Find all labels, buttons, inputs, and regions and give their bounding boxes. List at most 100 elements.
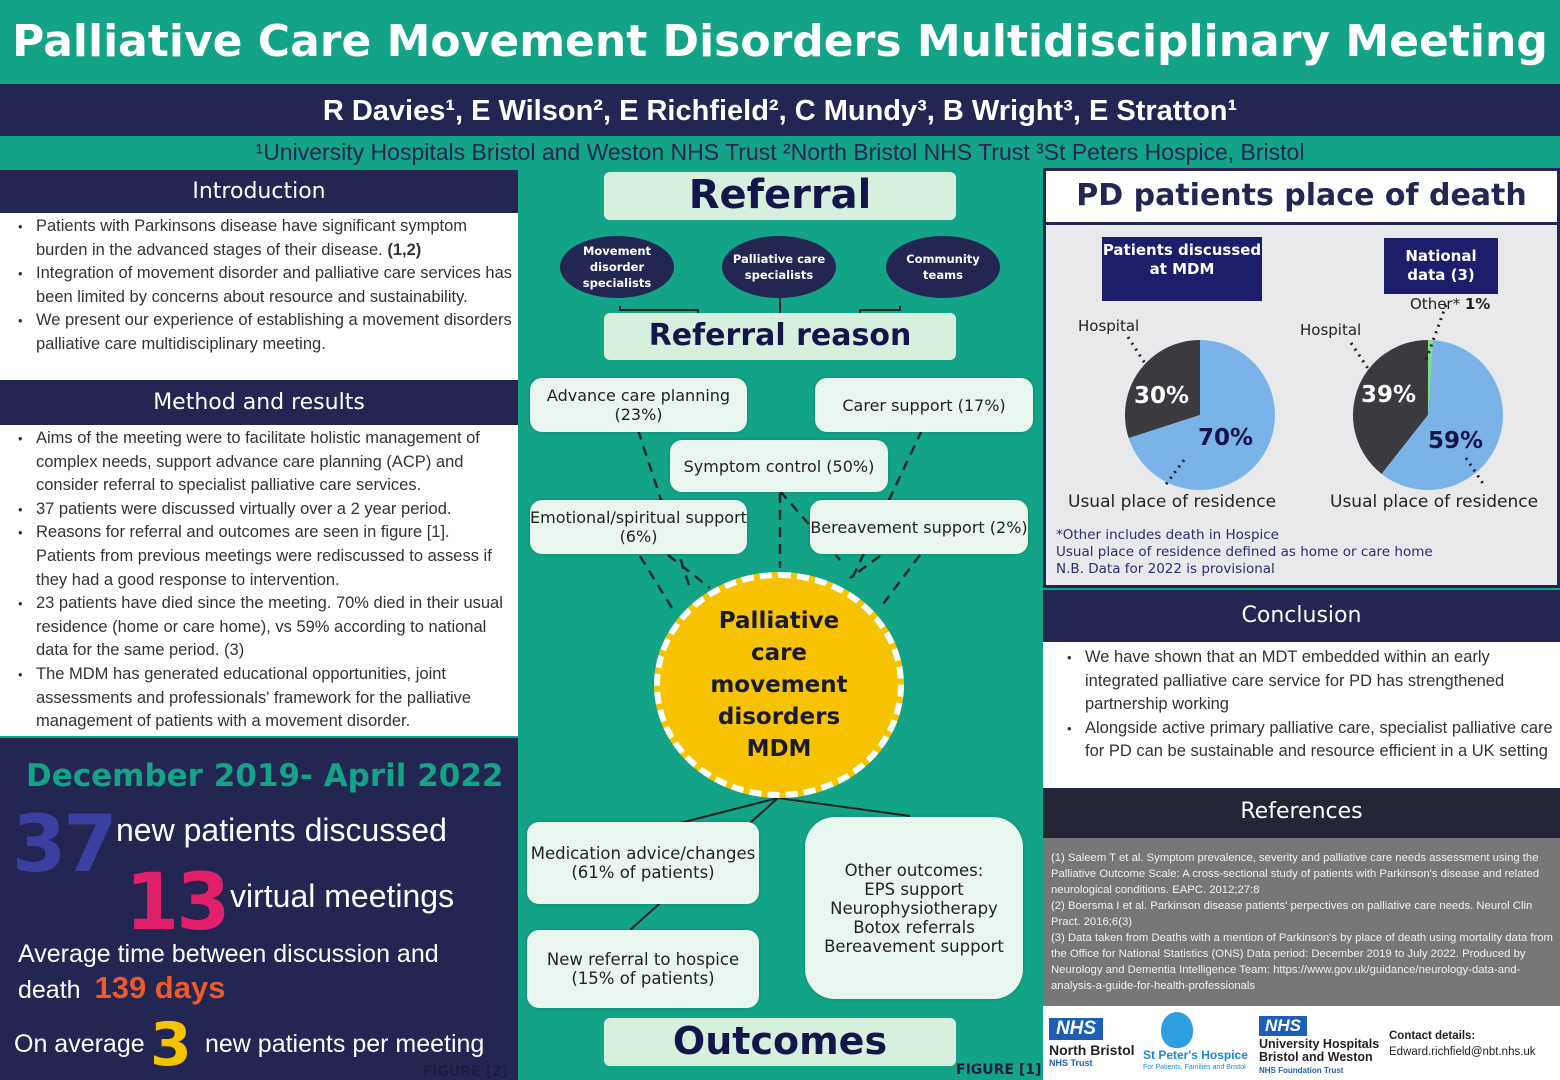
arrow-carer: [848, 429, 924, 584]
pie1-hospital-label: Hospital: [1078, 317, 1140, 335]
uhbw-logo-sub: NHS Foundation Trust: [1259, 1066, 1344, 1075]
method-body: Aims of the meeting were to facilitate h…: [0, 425, 518, 736]
per-meeting-number: 3: [150, 1010, 192, 1080]
meetings-label: virtual meetings: [230, 878, 455, 914]
avg-time-label: Average time between discussion and deat…: [18, 940, 439, 1004]
conclusion-heading: Conclusion: [1043, 590, 1560, 642]
notes: *Other includes death in Hospice Usual p…: [1056, 527, 1433, 578]
reason-carer: Carer support (17%): [815, 378, 1033, 432]
pie2-usual-label: Usual place of residence: [1330, 492, 1539, 512]
contact-email[interactable]: Edward.richfield@nbt.nhs.uk: [1389, 1046, 1536, 1058]
uhbw-logo-name: University Hospitals Bristol and Weston: [1259, 1037, 1380, 1064]
avg-time-value: 139 days: [94, 970, 226, 1005]
intro-bullet: Integration of movement disorder and pal…: [18, 262, 518, 309]
meetings-number: 13: [125, 858, 231, 948]
place-of-death-heading: PD patients place of death: [1046, 171, 1557, 222]
reason-acp: Advance care planning (23%): [530, 378, 747, 432]
introduction-body: Patients with Parkinsons disease have si…: [0, 213, 518, 380]
pie1-title: Patients discussed at MDM: [1102, 237, 1262, 301]
pie2-hospital-label: Hospital: [1300, 321, 1362, 339]
other-value: 1%: [1464, 295, 1491, 313]
reference: (1) Saleem T et al. Symptom prevalence, …: [1051, 852, 1540, 896]
outcome-medication: Medication advice/changes (61% of patien…: [527, 822, 759, 904]
other-outcome: EPS support: [864, 879, 964, 899]
intro-bullet: We present our experience of establishin…: [18, 309, 518, 356]
per-meeting-prefix: On average: [14, 1030, 145, 1058]
pie2-slice-other: [1428, 340, 1433, 415]
place-of-death-panel: Patients discussed at MDM National data …: [1046, 225, 1557, 585]
pie2-home-value: 59%: [1428, 428, 1484, 454]
figure-1-caption: FIGURE [1]: [956, 1062, 1042, 1078]
pie1-hospital-value: 30%: [1134, 383, 1190, 409]
note: *Other includes death in Hospice: [1056, 527, 1279, 543]
pie2-hospital-value: 39%: [1361, 382, 1417, 408]
note: Usual place of residence defined as home…: [1056, 544, 1433, 560]
affiliations: ¹University Hospitals Bristol and Weston…: [255, 139, 1305, 165]
method-heading: Method and results: [0, 380, 518, 425]
poster-title: Palliative Care Movement Disorders Multi…: [0, 0, 1560, 84]
pie1-home-value: 70%: [1198, 425, 1254, 451]
other-outcome: Botox referrals: [853, 917, 975, 937]
reason-emotional: Emotional/spiritual support (6%): [530, 500, 747, 554]
outcomes-heading: Outcomes: [604, 1018, 956, 1066]
pie2-slice-usual-place-of-residence: [1381, 340, 1503, 491]
other-label: Other*: [1410, 295, 1461, 313]
logos-bar: NHS North Bristol NHS Trust St Peter's H…: [1043, 1006, 1560, 1080]
hospice-logo-name: St Peter's Hospice: [1143, 1048, 1248, 1062]
source-palliative-care: Palliative care specialists: [722, 236, 836, 298]
other-outcome: Bereavement support: [824, 936, 1004, 956]
method-bullet: Reasons for referral and outcomes are se…: [18, 521, 512, 592]
per-meeting-label: new patients per meeting: [205, 1030, 485, 1058]
referral-heading: Referral: [604, 172, 956, 220]
mdm-center: Palliative care movement disorders MDM: [654, 572, 904, 798]
other-outcome: Neurophysiotherapy: [830, 898, 998, 918]
pie1-slice-hospital: [1125, 340, 1200, 439]
citation: (1,2): [382, 240, 422, 259]
intro-bullet: Patients with Parkinsons disease have si…: [18, 215, 518, 262]
hospice-logo-sub: For Patients, Families and Bristol: [1143, 1064, 1246, 1071]
outcome-other: Other outcomes: EPS support Neurophysiot…: [805, 817, 1023, 999]
source-movement-disorder: Movement disorder specialists: [560, 236, 674, 298]
contact-label: Contact details:: [1389, 1030, 1476, 1042]
note: N.B. Data for 2022 is provisional: [1056, 561, 1275, 577]
patients-label: new patients discussed: [116, 812, 447, 848]
outcome-hospice: New referral to hospice (15% of patients…: [527, 930, 759, 1008]
method-bullet: The MDM has generated educational opport…: [18, 663, 512, 734]
pie2-other-label: Other* 1%: [1410, 295, 1490, 313]
pie-charts: [1125, 304, 1503, 491]
pie1-slice-usual-place-of-residence: [1128, 340, 1275, 490]
patients-number: 37: [12, 800, 118, 890]
hospice-hands-icon: [1161, 1012, 1193, 1048]
references-heading: References: [1043, 788, 1560, 838]
avg-time: Average time between discussion and deat…: [18, 938, 478, 1007]
references-list: (1) Saleem T et al. Symptom prevalence, …: [1043, 838, 1560, 1006]
conclusion-bullet: We have shown that an MDT embedded withi…: [1067, 646, 1556, 717]
conclusion-bullet: Alongside active primary palliative care…: [1067, 717, 1556, 764]
nhs-logo: NHS: [1259, 1016, 1307, 1036]
introduction-heading: Introduction: [0, 170, 518, 213]
authors: R Davies¹, E Wilson², E Richfield², C Mu…: [0, 84, 1560, 136]
other-outcomes-title: Other outcomes:: [844, 860, 984, 880]
nhs-logo: NHS: [1049, 1018, 1103, 1040]
referral-reason-heading: Referral reason: [604, 313, 956, 360]
reference: (3) Data taken from Deaths with a mentio…: [1051, 932, 1553, 992]
nbt-logo-name: North Bristol: [1049, 1042, 1135, 1058]
source-community: Community teams: [886, 236, 1000, 298]
method-bullet: Aims of the meeting were to facilitate h…: [18, 427, 512, 498]
nbt-logo-sub: NHS Trust: [1049, 1058, 1093, 1068]
flow-connectors: [619, 298, 924, 931]
reason-symptom: Symptom control (50%): [670, 440, 888, 492]
method-bullet: 37 patients were discussed virtually ove…: [18, 498, 512, 522]
pie1-usual-label: Usual place of residence: [1068, 492, 1277, 512]
pie2-slice-hospital: [1353, 340, 1428, 474]
method-bullet: 23 patients have died since the meeting.…: [18, 592, 512, 663]
period: December 2019- April 2022: [26, 758, 504, 794]
figure-2-caption: FIGURE [2]: [422, 1064, 508, 1080]
arrow-acp: [636, 429, 692, 589]
reference: (2) Boersma I et al. Parkinson disease p…: [1051, 900, 1533, 928]
bullet-text: Patients with Parkinsons disease have si…: [36, 217, 468, 259]
pie2-title: National data (3): [1384, 238, 1498, 294]
stats-panel: December 2019- April 2022 37 new patient…: [0, 736, 518, 1080]
conclusion-body: We have shown that an MDT embedded withi…: [1043, 642, 1560, 788]
reason-bereavement: Bereavement support (2%): [810, 500, 1028, 554]
